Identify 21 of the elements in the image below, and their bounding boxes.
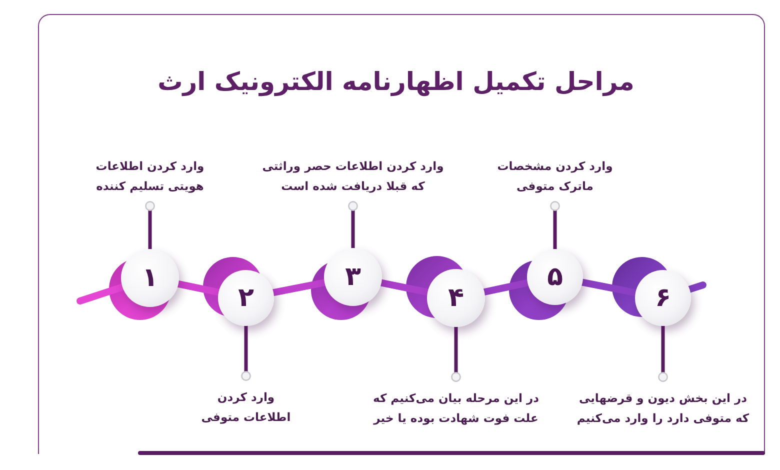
step-caption: وارد کردن مشخصات ماترک متوفی: [491, 156, 619, 206]
leader-line: [241, 324, 251, 381]
leader-line: [145, 201, 155, 251]
numbered-circle: ۳: [324, 248, 382, 306]
numbered-circle: ۱: [121, 249, 179, 307]
numbered-circle: ۴: [427, 269, 485, 327]
step-caption: وارد کردن اطلاعات حصر وراثتی که قبلا دریافت شده است: [261, 156, 445, 206]
step-caption: در این مرحله بیان می‌کنیم که علت فوت شهادت بوده یا خیر: [364, 377, 548, 428]
leader-line: [658, 324, 668, 382]
ribbon-connector: [686, 282, 706, 293]
step-caption: در این بخش دیون و قرضهایی که متوفی دارد را وارد می‌کنیم: [571, 377, 755, 428]
numbered-circle: ۵: [527, 249, 583, 305]
leader-line: [451, 325, 461, 382]
step-caption: وارد کردن اطلاعات متوفی: [196, 376, 296, 427]
numbered-circle: ۶: [635, 270, 691, 326]
numbered-circle: ۲: [218, 270, 274, 326]
diagram-title: مراحل تکمیل اظهارنامه الکترونیک ارث: [158, 66, 634, 98]
step-caption: وارد کردن اطلاعات هویتی تسلیم کننده: [90, 156, 210, 206]
leader-line: [348, 201, 358, 250]
ribbon-connector: [76, 284, 126, 304]
leader-line: [550, 201, 560, 251]
